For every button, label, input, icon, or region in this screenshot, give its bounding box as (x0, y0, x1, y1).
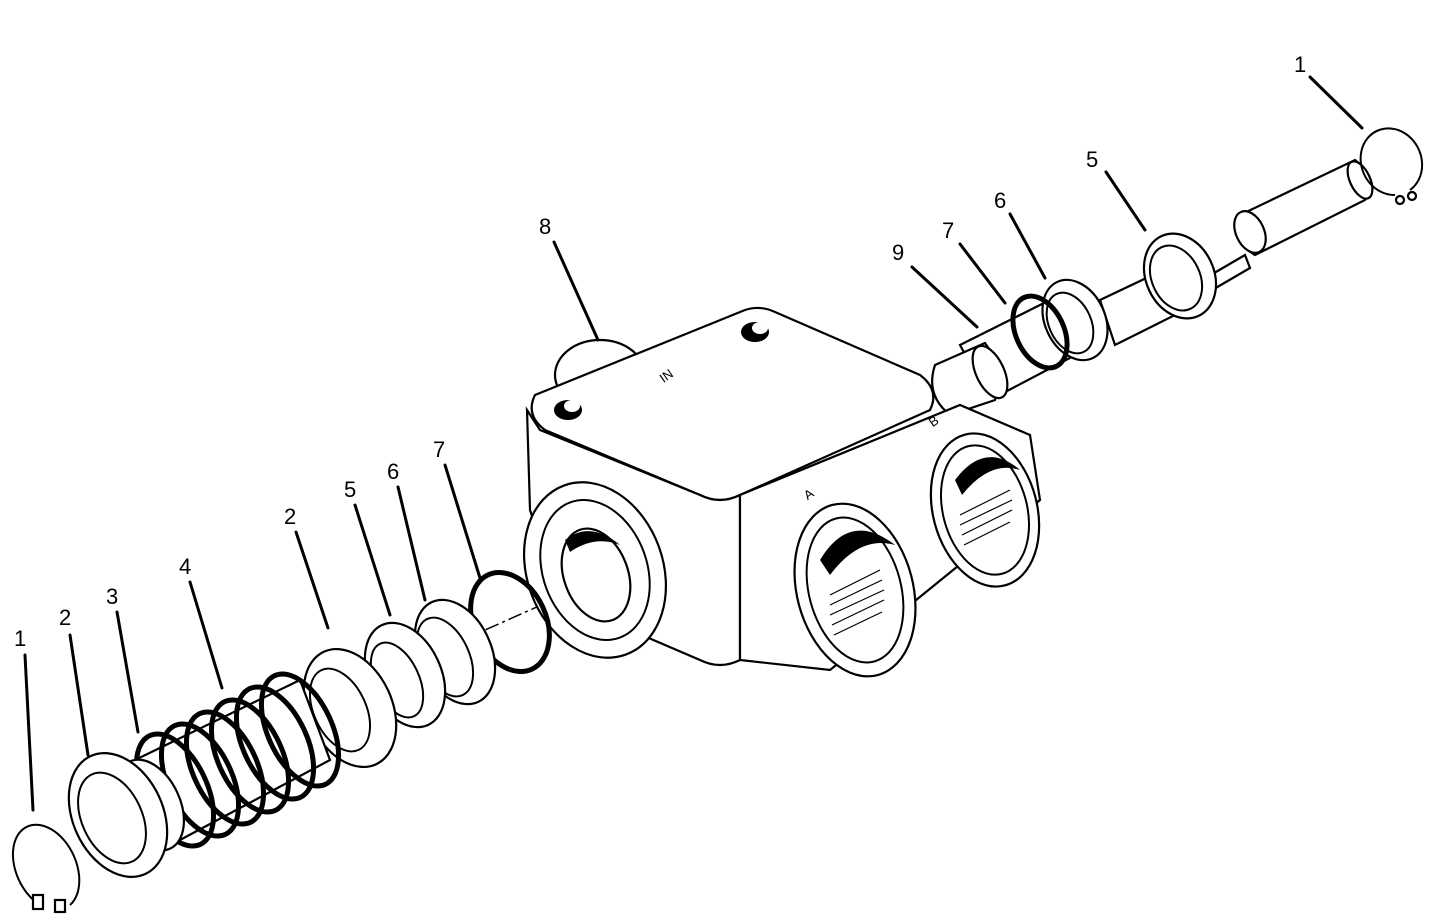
callouts: 1 2 3 4 2 5 6 7 8 9 7 6 5 1 (14, 52, 1306, 651)
retaining-ring-left-shape (11, 823, 81, 906)
o-ring-right-shape (1010, 293, 1070, 371)
callout-6-right: 6 (994, 188, 1006, 213)
leader-lines (23, 75, 1364, 812)
spring-pack (11, 569, 552, 914)
spool-assembly (931, 127, 1424, 417)
seal-ring-right-shape (1041, 278, 1109, 362)
callout-1-right: 1 (1294, 52, 1306, 77)
callout-5-right: 5 (1086, 147, 1098, 172)
callout-3: 3 (106, 584, 118, 609)
backup-ring-right-shape (1142, 232, 1218, 320)
callout-1-left: 1 (14, 626, 26, 651)
callout-4: 4 (179, 554, 191, 579)
callout-7-left: 7 (433, 437, 445, 462)
callout-7-right: 7 (942, 218, 954, 243)
callout-5-left: 5 (344, 477, 356, 502)
valve-body: IN A B (522, 306, 1042, 678)
callout-2-left: 2 (59, 605, 71, 630)
port-b (929, 432, 1041, 588)
retaining-ring-right-shape (1359, 127, 1424, 197)
callout-8: 8 (539, 214, 551, 239)
callout-2-mid: 2 (284, 504, 296, 529)
callout-6-left: 6 (387, 459, 399, 484)
callout-9: 9 (892, 240, 904, 265)
